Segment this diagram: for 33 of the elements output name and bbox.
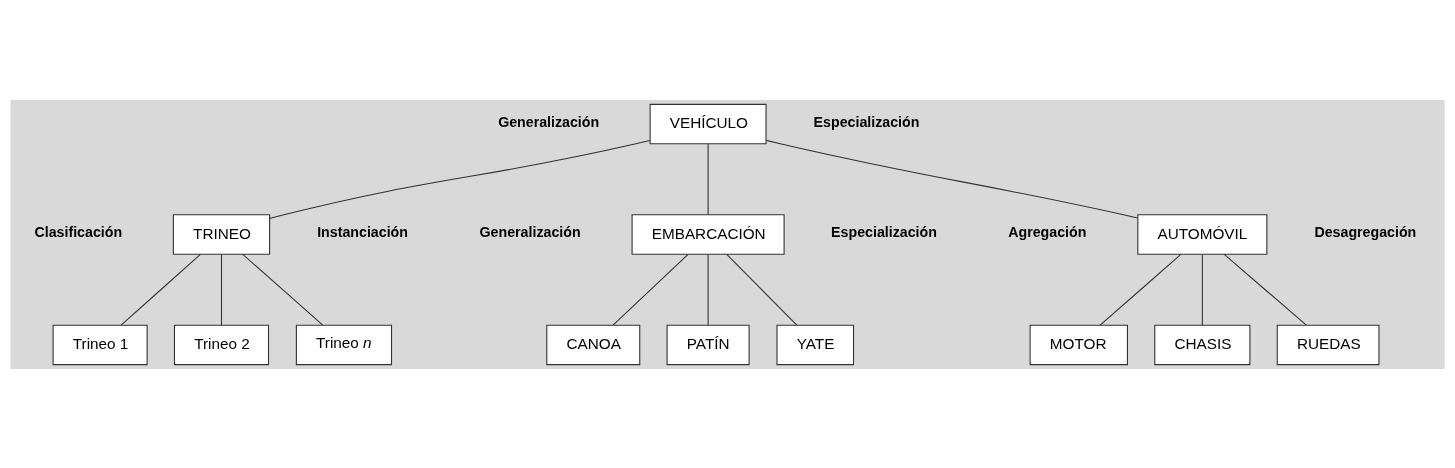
- connector: [707, 142, 709, 215]
- node-box: TRINEO: [172, 213, 271, 255]
- label: Especialización: [813, 113, 920, 130]
- node-box: VEHÍCULO: [649, 103, 767, 144]
- node-box: Trineo 2: [173, 324, 270, 365]
- connector: [726, 253, 798, 326]
- label: Especialización: [831, 223, 937, 240]
- label: Desagregación: [1314, 223, 1417, 240]
- connector: [765, 139, 1139, 218]
- node-box: AUTOMÓVIL: [1137, 213, 1268, 255]
- label: Generalización: [498, 113, 600, 130]
- node-box: MOTOR: [1029, 324, 1128, 365]
- connector: [1201, 253, 1203, 326]
- node-box: CHASIS: [1154, 324, 1251, 365]
- connector: [1223, 253, 1307, 326]
- label: Instanciación: [317, 223, 408, 240]
- connector: [707, 253, 709, 326]
- node-box: EMBARCACIÓN: [631, 213, 785, 255]
- connector: [120, 253, 202, 326]
- node-box: Trineo n: [295, 324, 393, 365]
- node-box: Trineo 1: [52, 324, 148, 365]
- node-box: RUEDAS: [1276, 324, 1380, 365]
- node-box: CANOA: [546, 324, 641, 365]
- node-box: PATÍN: [666, 324, 750, 365]
- connector: [1099, 253, 1182, 326]
- label: Agregación: [1008, 223, 1087, 240]
- label: Generalización: [479, 223, 581, 240]
- connector: [612, 253, 689, 326]
- connector: [220, 253, 223, 326]
- connector: [269, 139, 651, 219]
- node-box: YATE: [776, 324, 855, 365]
- label: Clasificación: [34, 223, 123, 240]
- connector: [242, 253, 324, 326]
